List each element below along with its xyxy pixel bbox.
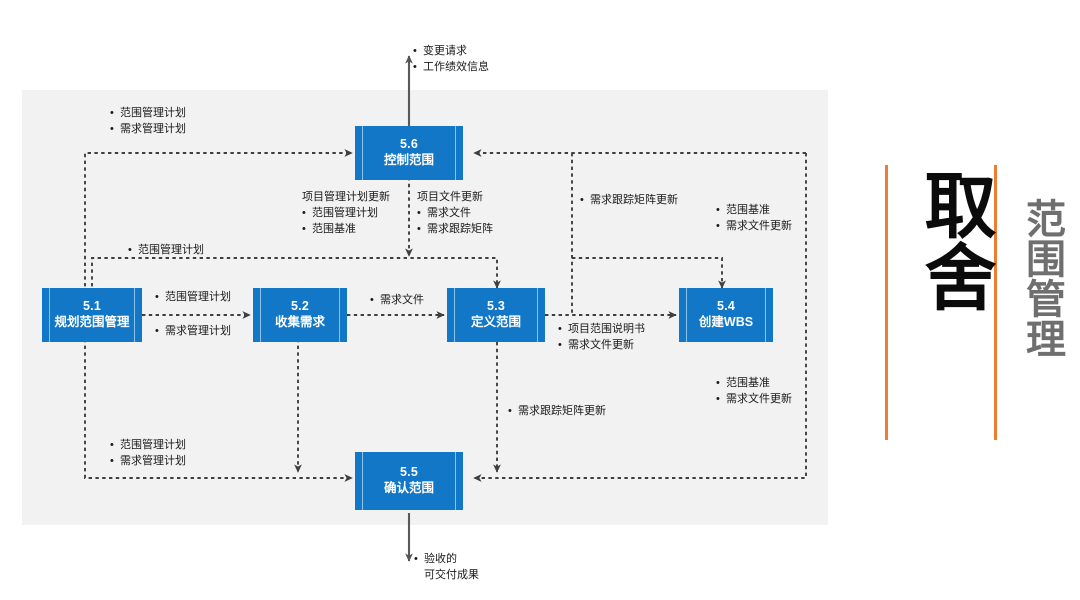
bullet-dot: •: [155, 291, 159, 303]
process-name: 规划范围管理: [54, 315, 130, 329]
bullet-dot: •: [417, 206, 421, 219]
box-edge-left: [49, 288, 50, 342]
label-baseline-lower: • 范围基准 • 需求文件更新: [716, 376, 792, 408]
process-name: 创建WBS: [698, 315, 754, 329]
bullet-dot: •: [413, 45, 417, 57]
label-text: 可交付成果: [424, 568, 479, 581]
process-number: 5.2: [291, 299, 309, 314]
box-edge-left: [454, 288, 455, 342]
side-title-vertical: 取舍: [912, 168, 996, 312]
label-baseline-upper: • 范围基准 • 需求文件更新: [716, 203, 792, 235]
label-pm-plan-updates: 项目管理计划更新 • 范围管理计划 • 范围基准: [302, 190, 390, 238]
box-edge-left: [260, 288, 261, 342]
label-51-to-52-second: • 需求管理计划: [155, 324, 231, 340]
label-text: 需求管理计划: [120, 122, 186, 135]
box-edge-right: [537, 288, 538, 342]
process-box-5-6[interactable]: 5.6 控制范围: [355, 126, 463, 180]
side-subtitle-vertical: 范围管理: [1019, 198, 1065, 358]
bullet-dot: •: [508, 405, 512, 417]
process-number: 5.4: [717, 299, 735, 314]
process-box-5-1[interactable]: 5.1 规划范围管理: [42, 288, 142, 342]
label-text: 变更请求: [423, 45, 467, 57]
process-name: 定义范围: [470, 315, 521, 329]
label-53-to-54: • 项目范围说明书 • 需求文件更新: [558, 322, 645, 354]
label-scope-plan-mid: • 范围管理计划: [128, 243, 204, 259]
box-edge-right: [134, 288, 135, 342]
label-text: 需求管理计划: [120, 454, 186, 467]
label-text: 范围基准: [312, 222, 356, 235]
bullet-dot: •: [302, 222, 306, 235]
process-number: 5.5: [400, 465, 418, 480]
bullet-dot: •: [716, 219, 720, 232]
label-text: 需求跟踪矩阵: [427, 222, 493, 235]
process-box-5-5[interactable]: 5.5 确认范围: [355, 452, 463, 510]
process-number: 5.3: [487, 299, 505, 314]
box-edge-left: [686, 288, 687, 342]
box-edge-right: [455, 126, 456, 180]
accent-rule-left: [885, 165, 888, 440]
label-text: 需求文件更新: [726, 392, 792, 405]
box-edge-left: [362, 452, 363, 510]
label-text: 需求文件: [427, 206, 471, 219]
label-header: 项目文件更新: [417, 191, 483, 203]
label-bottomleft-inputs: • 范围管理计划 • 需求管理计划: [110, 438, 186, 470]
bullet-dot: •: [110, 454, 114, 467]
label-text: 验收的: [424, 553, 457, 565]
process-name: 控制范围: [383, 153, 434, 167]
label-bottom-output: •验收的 •可交付成果: [414, 552, 479, 584]
bullet-dot: •: [580, 194, 584, 206]
bullet-dot: •: [155, 325, 159, 337]
bullet-dot: •: [414, 553, 418, 565]
process-box-5-4[interactable]: 5.4 创建WBS: [679, 288, 773, 342]
bullet-dot: •: [716, 377, 720, 389]
bullet-dot: •: [716, 204, 720, 216]
process-number: 5.6: [400, 137, 418, 152]
label-text: 范围管理计划: [312, 206, 378, 219]
label-52-to-53: • 需求文件: [370, 293, 424, 309]
label-top-outputs: • 变更请求 • 工作绩效信息: [413, 44, 489, 76]
label-text: 需求管理计划: [165, 325, 231, 337]
bullet-dot: •: [417, 222, 421, 235]
label-text: 需求文件: [380, 294, 424, 306]
process-name: 确认范围: [383, 481, 434, 495]
box-edge-right: [339, 288, 340, 342]
bullet-dot: •: [110, 107, 114, 119]
label-text: 需求跟踪矩阵更新: [590, 194, 678, 206]
label-topleft-inputs: • 范围管理计划 • 需求管理计划: [110, 106, 186, 138]
label-text: 需求文件更新: [726, 219, 792, 232]
bullet-dot: •: [370, 294, 374, 306]
process-box-5-3[interactable]: 5.3 定义范围: [447, 288, 545, 342]
label-text: 范围基准: [726, 204, 770, 216]
label-rtm-update-lower: • 需求跟踪矩阵更新: [508, 404, 606, 420]
accent-rule-right: [994, 165, 997, 440]
bullet-dot: •: [716, 392, 720, 405]
process-number: 5.1: [83, 299, 101, 314]
bullet-dot: •: [558, 323, 562, 335]
label-rtm-update-upper: • 需求跟踪矩阵更新: [580, 193, 678, 209]
bullet-dot: •: [128, 244, 132, 256]
box-edge-right: [455, 452, 456, 510]
label-text: 范围管理计划: [120, 107, 186, 119]
box-edge-left: [362, 126, 363, 180]
label-text: 范围管理计划: [138, 244, 204, 256]
process-box-5-2[interactable]: 5.2 收集需求: [253, 288, 347, 342]
bullet-dot: •: [110, 439, 114, 451]
box-edge-right: [765, 288, 766, 342]
label-text: 范围管理计划: [165, 291, 231, 303]
label-text: 工作绩效信息: [423, 60, 489, 73]
label-project-doc-updates: 项目文件更新 • 需求文件 • 需求跟踪矩阵: [417, 190, 493, 238]
bullet-dot: •: [302, 206, 306, 219]
label-text: 范围管理计划: [120, 439, 186, 451]
label-text: 需求跟踪矩阵更新: [518, 405, 606, 417]
label-text: 需求文件更新: [568, 338, 634, 351]
label-text: 范围基准: [726, 377, 770, 389]
label-51-to-52-first: • 范围管理计划: [155, 290, 231, 306]
bullet-dot: •: [558, 338, 562, 351]
label-text: 项目范围说明书: [568, 323, 645, 335]
bullet-dot: •: [413, 60, 417, 73]
process-name: 收集需求: [274, 315, 325, 329]
bullet-dot: •: [110, 122, 114, 135]
label-header: 项目管理计划更新: [302, 191, 390, 203]
